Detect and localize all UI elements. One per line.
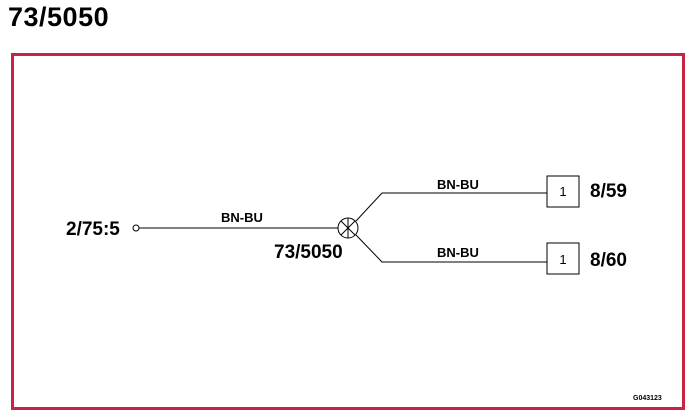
splice-label: 73/5050 <box>274 242 343 263</box>
upper-connector-pin: 1 <box>559 184 566 199</box>
reference-code: G043123 <box>633 395 662 402</box>
diagram-frame <box>11 53 685 410</box>
page-title: 73/5050 <box>8 2 110 32</box>
lower-connector-box <box>546 242 580 275</box>
lower-wire-label: BN-BU <box>437 245 479 260</box>
source-terminal <box>132 224 140 232</box>
source-label: 2/75:5 <box>66 219 120 240</box>
lower-branch-wire <box>355 234 547 263</box>
lower-connector-label: 8/60 <box>590 250 627 271</box>
lower-connector-pin: 1 <box>559 252 566 267</box>
upper-wire-label: BN-BU <box>437 177 479 192</box>
splice-symbol <box>337 217 359 239</box>
upper-connector-box <box>546 175 580 208</box>
upper-connector-label: 8/59 <box>590 181 627 202</box>
main-wire-label: BN-BU <box>221 210 263 225</box>
upper-branch-wire <box>355 192 547 222</box>
